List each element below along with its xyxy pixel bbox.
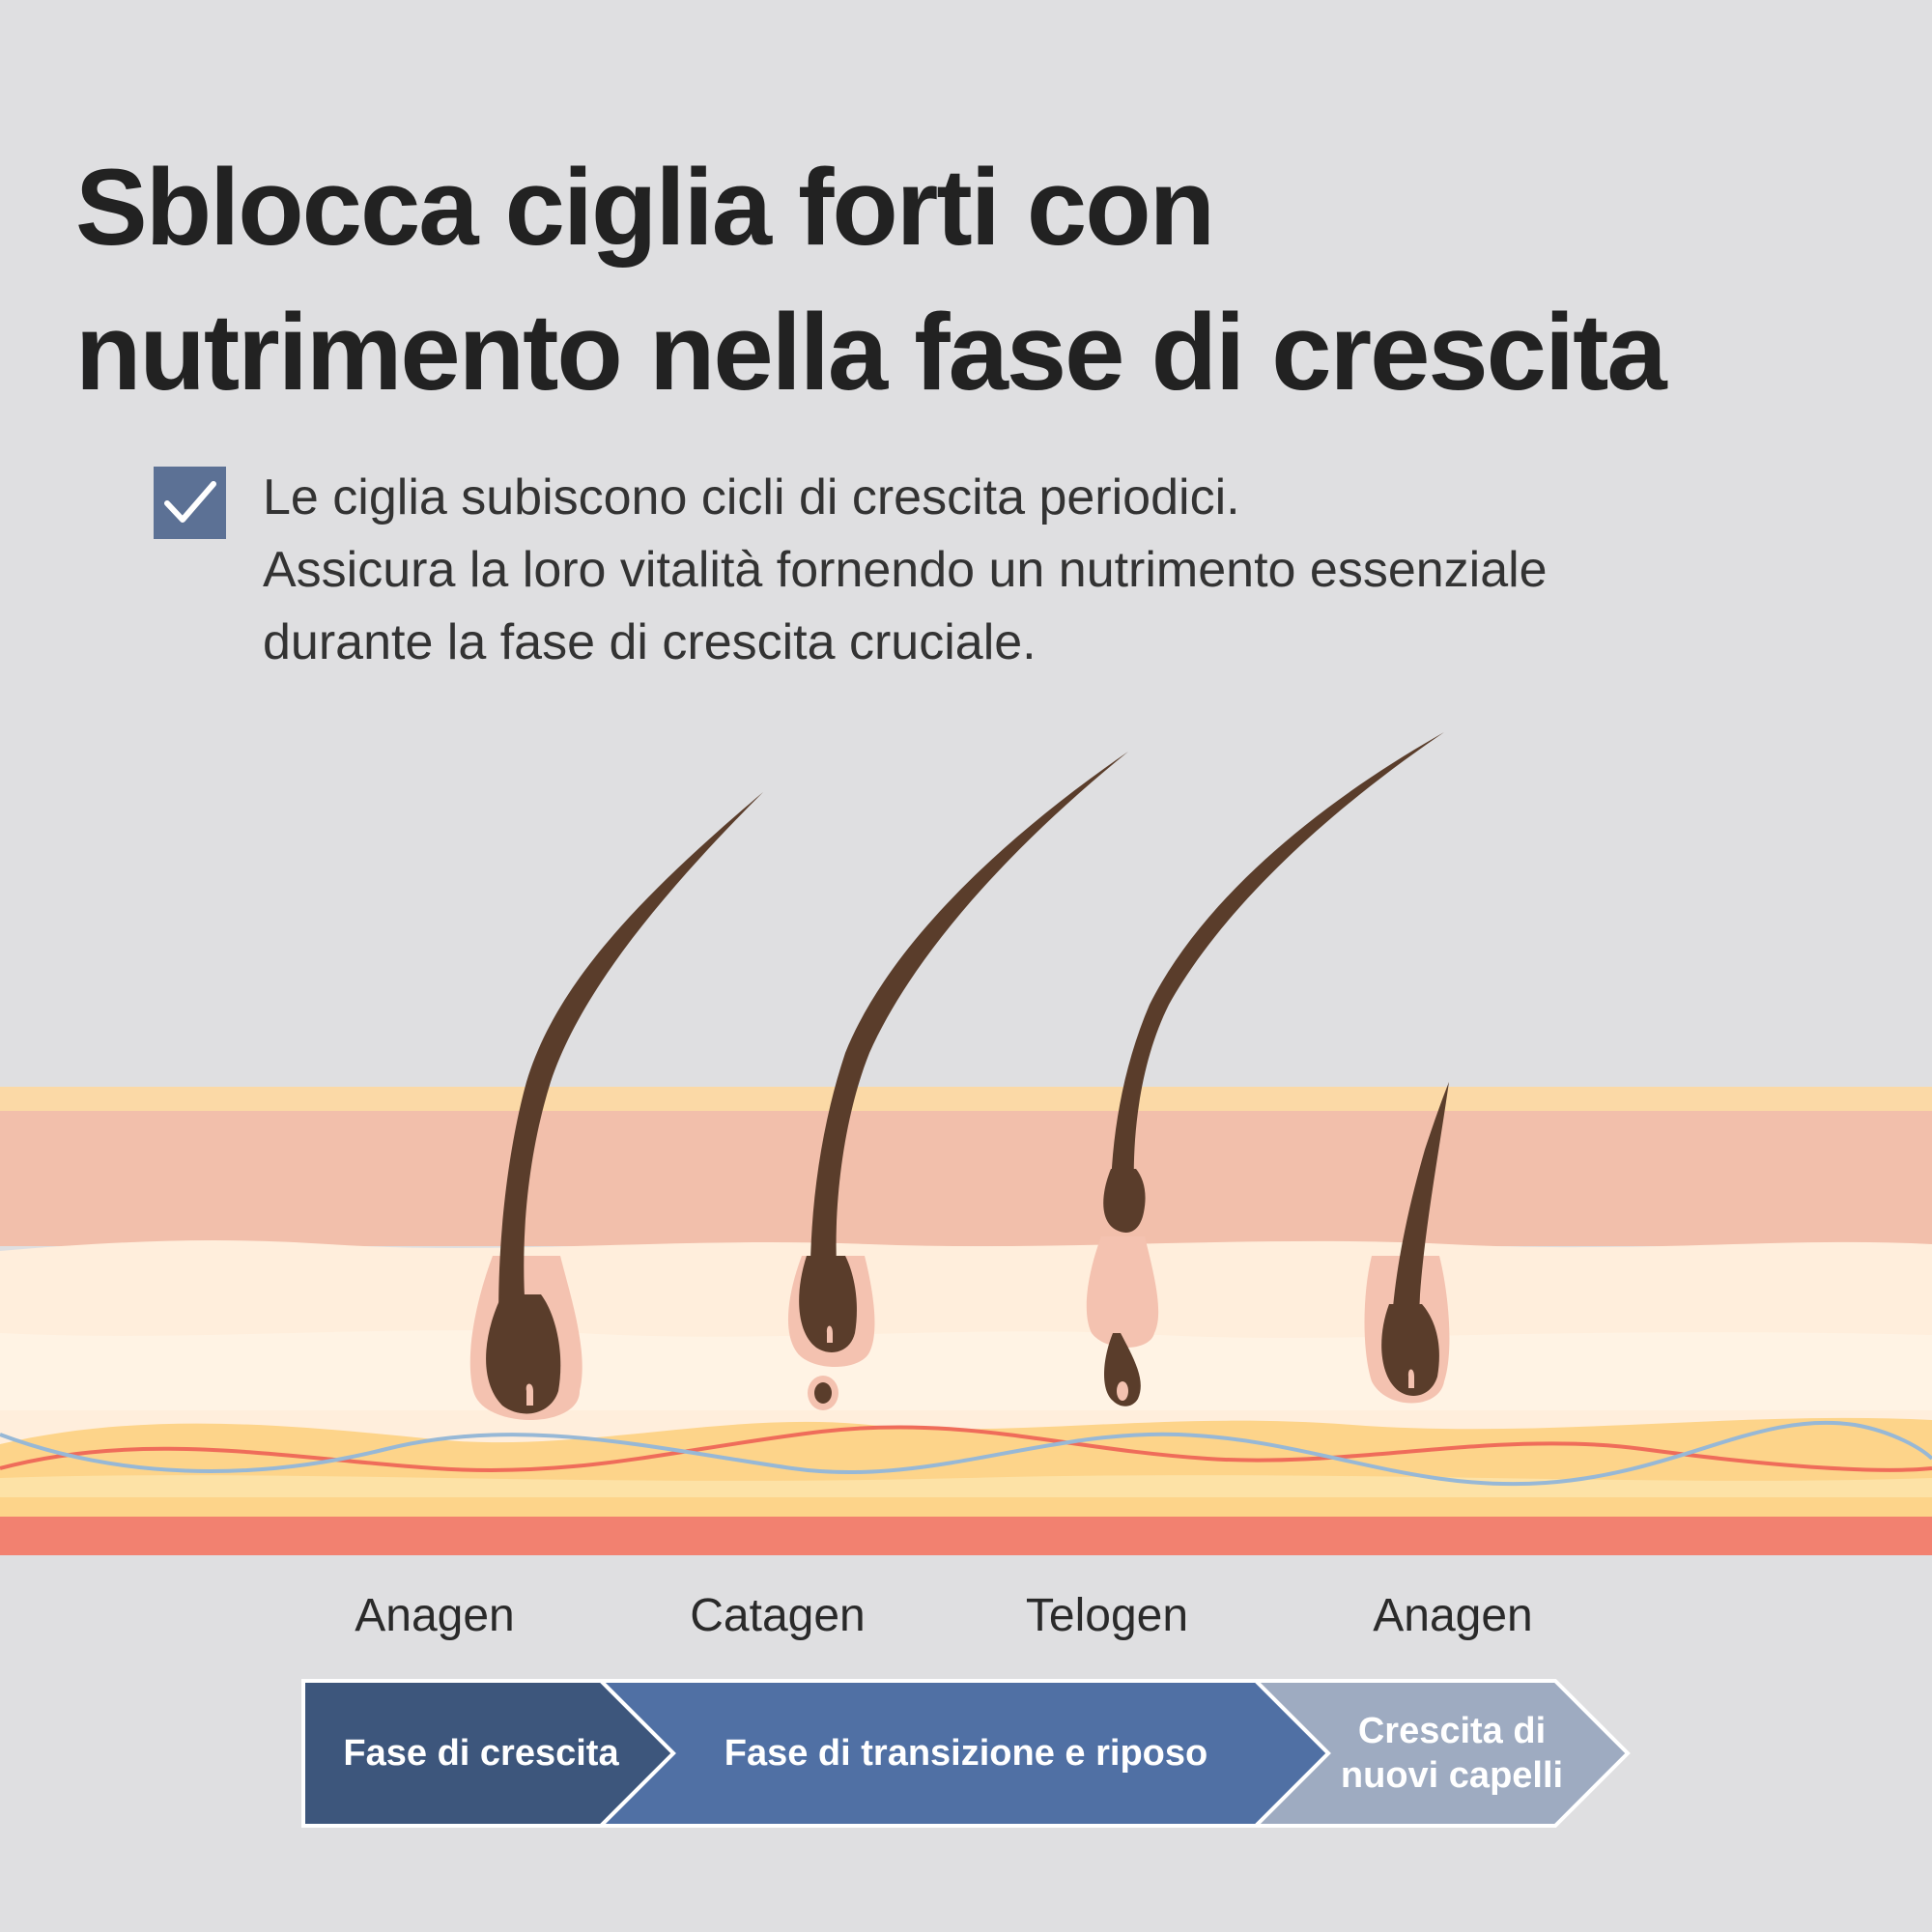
intro-line-1: Le ciglia subiscono cicli di crescita pe… (263, 469, 1240, 526)
hair-bulb-anagen (486, 1294, 561, 1414)
artery-line (0, 1425, 1932, 1472)
phase-label-anagen-new: Anagen (1373, 1590, 1533, 1641)
intro-line-3: durante la fase di crescita cruciale. (263, 614, 1037, 670)
timeline-label-growth: Fase di crescita (343, 1733, 619, 1774)
timeline-label-transition: Fase di transizione e riposo (724, 1733, 1208, 1774)
phase-label-anagen: Anagen (355, 1590, 515, 1641)
vein-line (0, 1420, 1932, 1487)
timeline-label-new-growth-line-2: nuovi capelli (1340, 1755, 1564, 1796)
follicle-sheath (1086, 1236, 1159, 1348)
hair-cycle-illustration (0, 732, 1932, 1555)
phase-label-catagen: Catagen (690, 1590, 866, 1641)
intro-text: Le ciglia subiscono cicli di crescita pe… (263, 462, 1808, 679)
epidermis-layer (0, 1111, 1932, 1246)
title-line-2: nutrimento nella fase di crescita (75, 292, 1667, 412)
hair-bulb-catagen (799, 1256, 857, 1352)
hair-shaft-catagen (810, 752, 1128, 1333)
title-line-1: Sblocca ciglia forti con (75, 147, 1215, 268)
timeline-arrow-growth (301, 1679, 676, 1828)
hair-shaft-new-anagen (1390, 1082, 1449, 1365)
bottom-band (0, 1517, 1932, 1555)
timeline-label-new-growth-line-1: Crescita di (1357, 1711, 1547, 1751)
phase-label-telogen: Telogen (1025, 1590, 1189, 1641)
hair-shaft-telogen (1110, 732, 1444, 1225)
hair-bulb-telogen (1103, 1169, 1146, 1233)
page-title: Sblocca ciglia forti con nutrimento nell… (75, 135, 1814, 425)
hair-bulb-new-anagen (1381, 1304, 1439, 1396)
timeline-label-new-growth: Crescita di nuovi capelli (1341, 1709, 1563, 1798)
phase-timeline (301, 1679, 1631, 1828)
dermis-light-band (0, 1330, 1932, 1410)
new-hair-germ (1104, 1333, 1141, 1406)
checkmark-icon (154, 467, 226, 539)
intro-line-2: Assicura la loro vitalità fornendo un nu… (263, 542, 1548, 598)
